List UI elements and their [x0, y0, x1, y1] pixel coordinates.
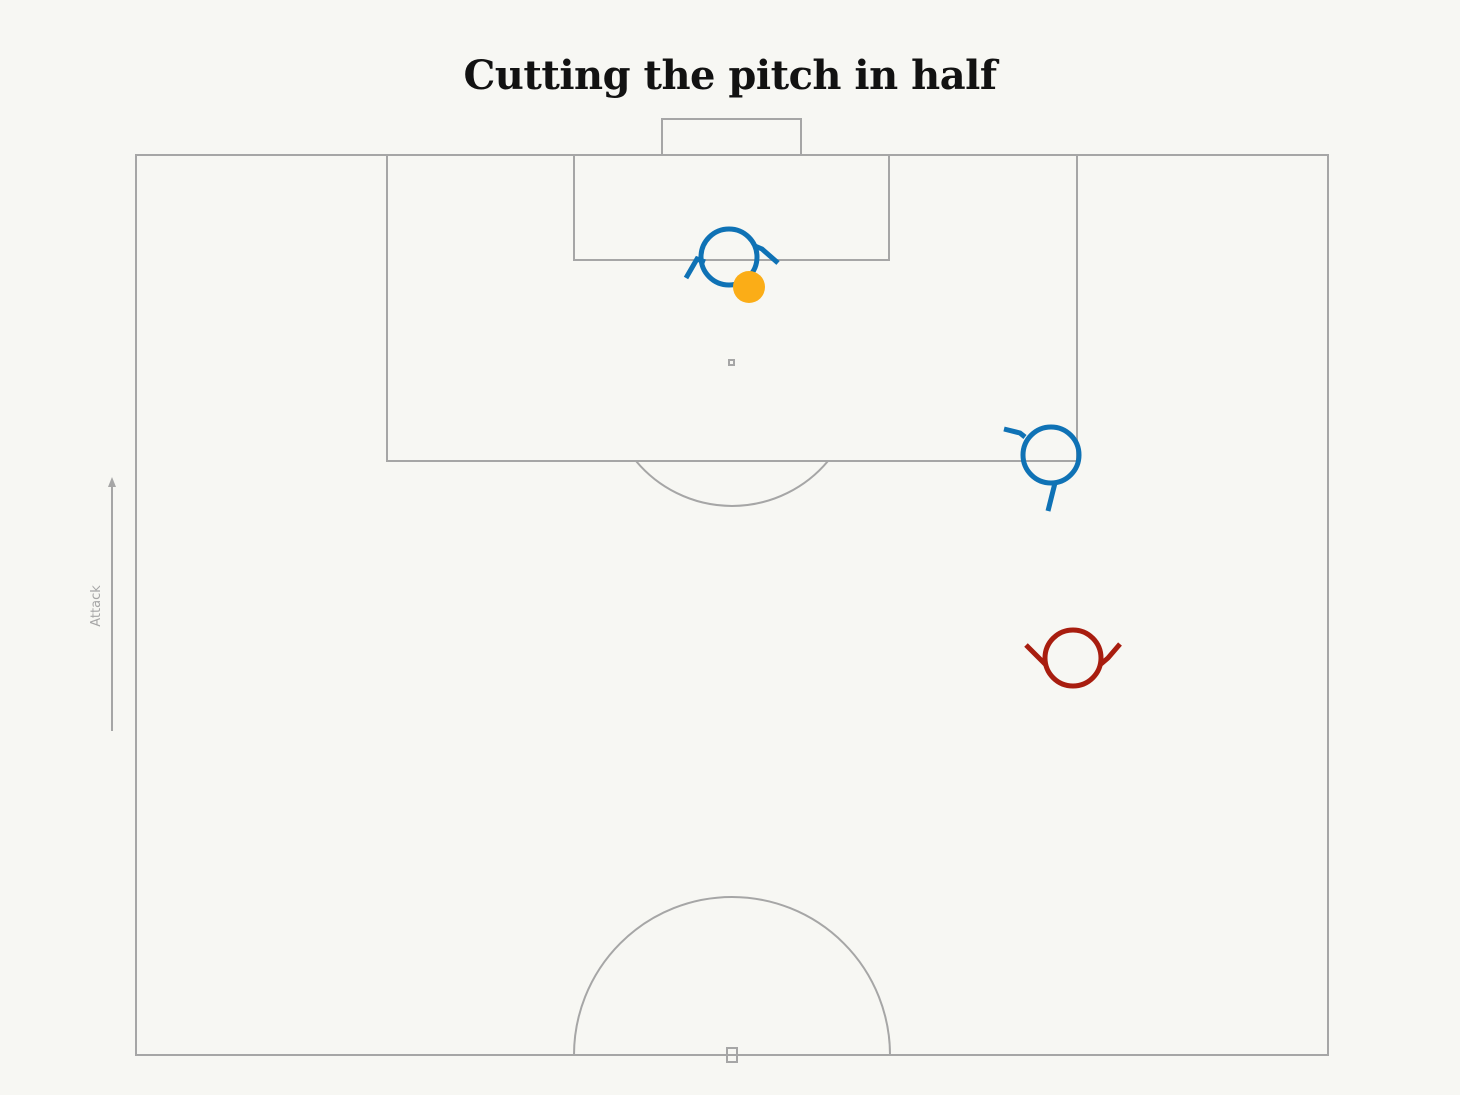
- pitch-markings: [135, 118, 1329, 1063]
- player-arm-left: [1003, 426, 1027, 439]
- penalty-spot: [728, 359, 735, 366]
- attack-arrowhead-icon: [108, 477, 116, 487]
- attack-label: Attack: [89, 585, 104, 627]
- penalty-arc: [635, 460, 829, 507]
- player-red-defender: [1024, 627, 1122, 689]
- player-arm-left: [683, 255, 706, 280]
- attack-direction: Attack: [89, 477, 116, 731]
- player-arm-right: [1045, 482, 1058, 512]
- player-ring-icon: [1042, 627, 1104, 689]
- player-arm-right: [1099, 642, 1122, 666]
- player-blue-goalmouth: [683, 226, 780, 288]
- player-ring-icon: [1020, 424, 1082, 486]
- player-ring-icon: [698, 226, 760, 288]
- player-blue-box-edge: [1003, 424, 1082, 512]
- penalty-area: [386, 154, 1078, 462]
- center-spot: [726, 1047, 738, 1063]
- diagram-title: Cutting the pitch in half: [463, 52, 997, 99]
- player-arm-right: [754, 243, 780, 265]
- player-arm-left: [1024, 643, 1048, 667]
- ball-icon: [733, 271, 765, 303]
- six-yard-box: [573, 154, 890, 261]
- center-circle: [573, 896, 891, 1056]
- pitch-outline: [135, 154, 1329, 1056]
- goal: [661, 118, 802, 156]
